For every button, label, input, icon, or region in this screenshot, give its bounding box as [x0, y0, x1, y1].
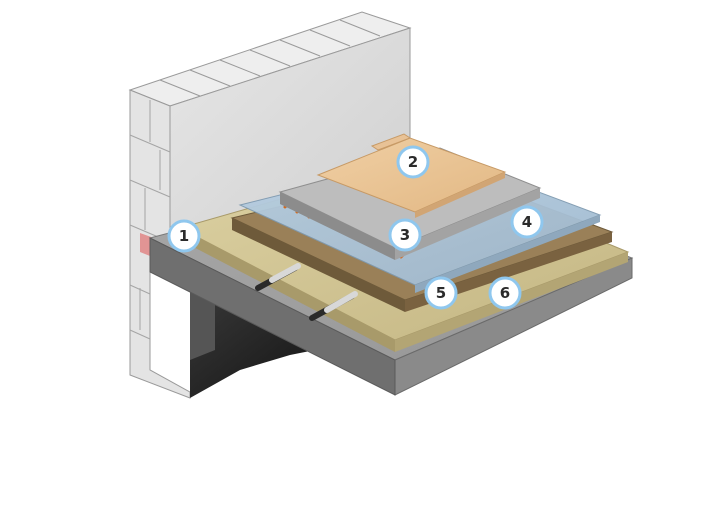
wood-edge-strip [370, 133, 412, 151]
callout-4: 4 [510, 205, 544, 239]
fixing-anchor-2 [309, 291, 358, 321]
batten-side [232, 218, 405, 312]
callout-1: 1 [167, 219, 201, 253]
wood-front [415, 172, 505, 218]
screed-side [280, 192, 395, 260]
callout-2-label: 2 [408, 153, 418, 171]
wall-block-joints [129, 100, 171, 340]
wall-top-joints [159, 19, 381, 97]
callout-5: 5 [424, 276, 458, 310]
membrane-front [415, 215, 600, 293]
callout-5-label: 5 [436, 284, 446, 302]
insulation-side [180, 228, 395, 352]
callout-2: 2 [396, 145, 430, 179]
fixing-anchor-1 [255, 263, 301, 291]
callout-3-label: 3 [400, 226, 410, 244]
callout-6-label: 6 [500, 284, 510, 302]
callout-1-label: 1 [179, 227, 189, 245]
slab-underside [190, 285, 340, 398]
slab-underside-light [190, 285, 215, 360]
callout-3: 3 [388, 218, 422, 252]
callout-6: 6 [488, 276, 522, 310]
callout-4-label: 4 [522, 213, 532, 231]
screed-front [395, 188, 540, 260]
